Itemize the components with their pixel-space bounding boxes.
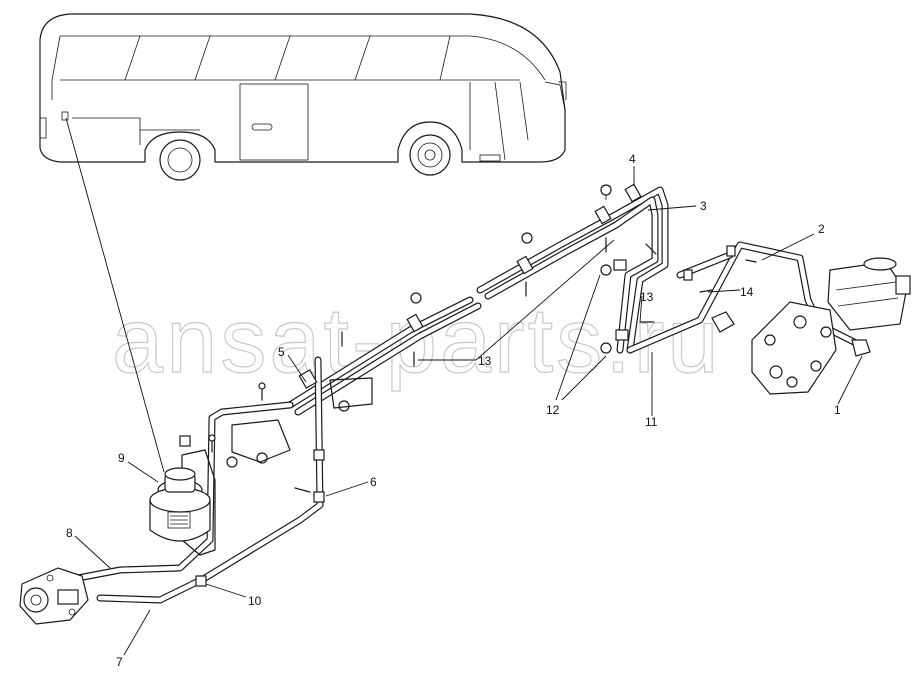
callout-12: 12 — [546, 403, 560, 417]
callout-labels: 1 2 3 4 5 6 7 8 9 10 11 12 13 13 14 — [66, 152, 841, 669]
callout-11: 11 — [645, 415, 658, 429]
power-steering-pump — [19, 567, 89, 625]
steering-gear-unit — [711, 257, 911, 395]
callout-13-upper: 13 — [640, 290, 654, 304]
callout-5: 5 — [278, 345, 285, 359]
callout-13-lower: 13 — [478, 354, 492, 368]
callout-3: 3 — [700, 199, 707, 213]
callout-2: 2 — [818, 222, 825, 236]
bus-illustration — [39, 13, 567, 181]
callout-9: 9 — [118, 451, 125, 465]
fluid-reservoir — [149, 467, 211, 542]
callout-7: 7 — [116, 655, 123, 669]
callout-6: 6 — [370, 475, 377, 489]
pipe-clamps — [179, 183, 736, 587]
callout-1: 1 — [834, 403, 841, 417]
callout-8: 8 — [66, 526, 73, 540]
callout-4: 4 — [629, 152, 636, 166]
callout-10: 10 — [248, 594, 262, 608]
callout-leaders — [74, 166, 863, 656]
fasteners — [208, 184, 757, 493]
pipe-network — [74, 186, 864, 604]
callout-14: 14 — [740, 285, 754, 299]
bus-to-tank-leader — [65, 117, 165, 473]
